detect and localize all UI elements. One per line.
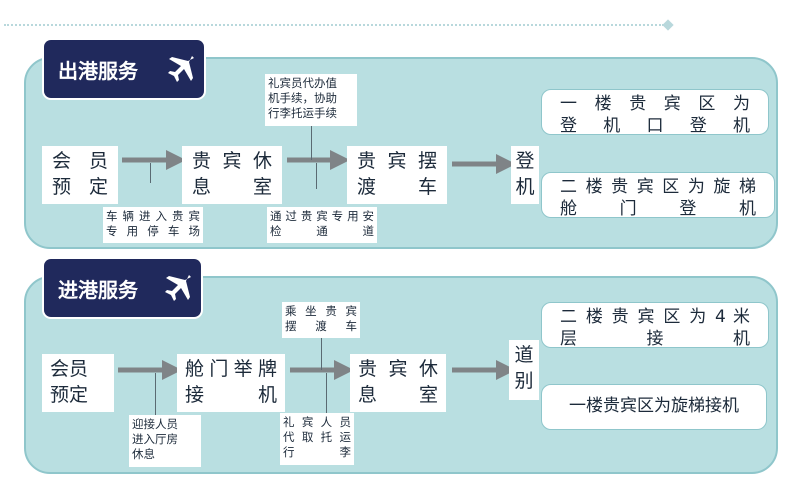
note-escort-lounge: 迎接人员 进入厅房 休息 bbox=[129, 415, 201, 467]
step-label: 渡 车 bbox=[357, 176, 437, 198]
inbound-title-text: 进港服务 bbox=[58, 277, 138, 302]
step-label: 息 室 bbox=[192, 176, 272, 198]
note-line: 迎接人员 bbox=[132, 417, 178, 431]
note-check-in: 礼宾员代办值 机手续，协助 行李托运手续 bbox=[265, 74, 357, 126]
note-line: 机手续，协助 bbox=[268, 91, 337, 105]
note-line: 车辆进入贵宾 bbox=[106, 209, 200, 223]
dest-stairs-pickup: 一楼贵宾区为旋梯接机 bbox=[541, 384, 767, 430]
step-label: 预 定 bbox=[52, 176, 108, 198]
step-label: 贵宾休 bbox=[192, 150, 272, 172]
dest-line: 登 机 口 登 机 bbox=[560, 116, 750, 136]
step-member-booking-in: 会员 预定 bbox=[42, 354, 114, 412]
step-vip-shuttle-out: 贵宾摆 渡 车 bbox=[347, 146, 447, 204]
note-security: 通过贵宾专用安 检 通 道 bbox=[267, 207, 377, 243]
airplane-icon bbox=[168, 56, 194, 82]
dest-4m-pickup: 二 楼 贵 宾 区 为 4 米 层 接 机 bbox=[541, 302, 769, 349]
step-label: 会员 bbox=[50, 358, 89, 380]
note-line: 专用停车场 bbox=[106, 224, 200, 238]
step-label: 舱门举牌 bbox=[185, 358, 277, 380]
dest-gate-boarding: 一 楼 贵 宾 区 为 登 机 口 登 机 bbox=[541, 89, 769, 136]
step-door-pickup: 舱门举牌 接 机 bbox=[177, 354, 285, 412]
note-line: 检 通 道 bbox=[270, 224, 374, 238]
step-label: 贵宾摆 bbox=[357, 150, 437, 172]
step-farewell: 道 别 bbox=[509, 340, 539, 400]
note-line: 行 李 bbox=[283, 445, 351, 459]
dest-line: 舱 门 登 机 bbox=[560, 199, 756, 219]
note-shuttle: 乘坐贵宾 摆 渡 车 bbox=[282, 302, 360, 338]
outbound-title-text: 出港服务 bbox=[58, 58, 138, 83]
connector-line bbox=[150, 163, 151, 183]
step-label: 别 bbox=[514, 370, 534, 392]
step-label: 息 室 bbox=[358, 384, 438, 406]
connector-line bbox=[326, 373, 327, 413]
inbound-title: 进港服务 bbox=[44, 259, 201, 317]
connector-line bbox=[316, 163, 317, 189]
note-line: 进入厅房 bbox=[132, 432, 178, 446]
note-line: 乘坐贵宾 bbox=[285, 304, 357, 318]
connector-line bbox=[311, 126, 312, 160]
connector-line bbox=[155, 373, 156, 415]
step-label: 预定 bbox=[50, 384, 89, 406]
note-line: 礼宾员代办值 bbox=[268, 76, 337, 90]
step-label: 会 员 bbox=[52, 150, 108, 172]
step-label: 贵宾休 bbox=[358, 358, 438, 380]
note-line: 通过贵宾专用安 bbox=[270, 209, 374, 223]
step-label: 机 bbox=[515, 176, 535, 198]
dest-line: 一楼贵宾区为旋梯接机 bbox=[569, 396, 739, 416]
dest-line: 二楼贵宾区为旋梯 bbox=[560, 177, 756, 197]
connector-line bbox=[321, 336, 322, 370]
step-label: 登 bbox=[515, 150, 535, 172]
outbound-title: 出港服务 bbox=[44, 40, 204, 98]
note-baggage: 礼宾人员 代取托运 行 李 bbox=[280, 413, 354, 465]
step-boarding: 登 机 bbox=[511, 146, 539, 204]
note-line: 礼宾人员 bbox=[283, 415, 351, 429]
dest-line: 二 楼 贵 宾 区 为 4 米 bbox=[560, 307, 750, 327]
note-line: 行李托运手续 bbox=[268, 106, 337, 120]
note-line: 摆 渡 车 bbox=[285, 319, 357, 333]
note-line: 休息 bbox=[132, 447, 155, 461]
step-vip-lounge-in: 贵宾休 息 室 bbox=[350, 354, 446, 412]
airplane-icon bbox=[165, 275, 191, 301]
step-member-booking-out: 会 员 预 定 bbox=[42, 146, 118, 204]
note-parking: 车辆进入贵宾 专用停车场 bbox=[103, 207, 203, 243]
note-line: 代取托运 bbox=[283, 430, 351, 444]
dest-line: 一 楼 贵 宾 区 为 bbox=[560, 94, 750, 114]
step-label: 接 机 bbox=[185, 384, 277, 406]
dest-stairs-boarding: 二楼贵宾区为旋梯 舱 门 登 机 bbox=[541, 172, 775, 219]
decorative-dotted-line bbox=[4, 24, 664, 26]
step-label: 道 bbox=[514, 344, 534, 366]
dest-line: 层 接 机 bbox=[560, 329, 750, 349]
step-vip-lounge-out: 贵宾休 息 室 bbox=[182, 146, 282, 204]
